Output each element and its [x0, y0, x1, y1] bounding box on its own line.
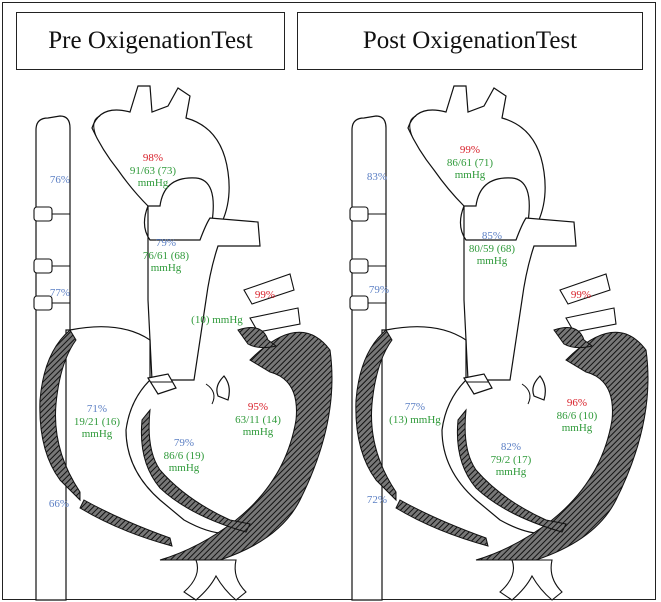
pre-pa-pressure: 76/61 (68) — [143, 250, 189, 262]
pre-rv-unit: mmHg — [169, 462, 200, 474]
post-ra-saturation: 77% — [405, 401, 425, 413]
post-rv-unit: mmHg — [496, 466, 527, 478]
pre-aorta-pressure: 91/63 (73) — [130, 165, 176, 177]
pre-lv-saturation: 95% — [248, 401, 268, 413]
post-aorta-pressure: 86/61 (71) — [447, 157, 493, 169]
pre-rv-saturation: 79% — [174, 437, 194, 449]
post-lv-saturation: 96% — [567, 397, 587, 409]
post-lv-pressure: 86/6 (10) — [557, 410, 598, 422]
post-lv-unit: mmHg — [562, 422, 593, 434]
pre-ivc-saturation: 66% — [49, 498, 69, 510]
post-svc-saturation: 83% — [367, 171, 387, 183]
post-rv-pressure: 79/2 (17) — [491, 454, 532, 466]
post-pa-pressure: 80/59 (68) — [469, 243, 515, 255]
pre-ra-unit: mmHg — [82, 428, 113, 440]
post-pa-unit: mmHg — [477, 255, 508, 267]
pre-pv-saturation: 99% — [255, 289, 275, 301]
post-pa-saturation: 85% — [482, 230, 502, 242]
pre-la-pressure: (10) mmHg — [191, 314, 243, 326]
pre-rv-pressure: 86/6 (19) — [164, 450, 205, 462]
pre-test-heart-drawing — [34, 86, 332, 600]
pre-aorta-saturation: 98% — [143, 152, 163, 164]
pre-pa-saturation: 79% — [156, 237, 176, 249]
post-ra-pressure: (13) mmHg — [389, 414, 441, 426]
post-rv-saturation: 82% — [501, 441, 521, 453]
post-pv-saturation: 99% — [571, 289, 591, 301]
pre-ra-pressure: 19/21 (16) — [74, 416, 120, 428]
pre-aorta-unit: mmHg — [138, 177, 169, 189]
pre-ra-saturation: 71% — [87, 403, 107, 415]
pre-mid-vein-saturation: 77% — [50, 287, 70, 299]
pre-lv-unit: mmHg — [243, 426, 274, 438]
post-mid-vein-saturation: 79% — [369, 284, 389, 296]
pre-lv-pressure: 63/11 (14) — [235, 414, 281, 426]
post-ivc-saturation: 72% — [367, 494, 387, 506]
pre-svc-saturation: 76% — [50, 174, 70, 186]
post-test-heart-drawing — [350, 86, 648, 600]
pre-pa-unit: mmHg — [151, 262, 182, 274]
post-aorta-unit: mmHg — [455, 169, 486, 181]
post-aorta-saturation: 99% — [460, 144, 480, 156]
